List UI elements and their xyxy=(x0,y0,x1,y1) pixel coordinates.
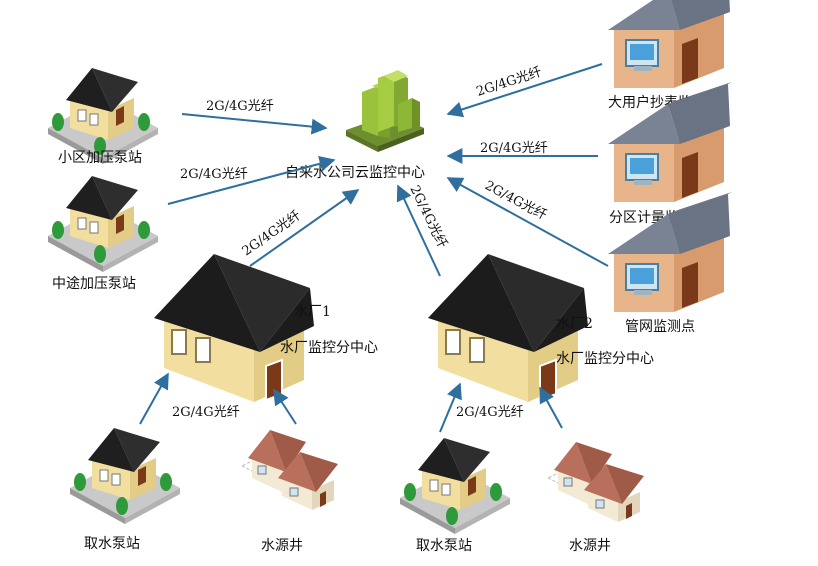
arrow-guanwang-center xyxy=(446,177,609,267)
zhongtu-pump-station-icon xyxy=(47,175,159,273)
well-left-label: 水源井 xyxy=(261,538,303,554)
water-plant-1-icon xyxy=(153,253,315,403)
plant2-sub: 水厂监控分中心 xyxy=(556,351,654,367)
link-label-xiaoqu: 2G/4G光纤 xyxy=(206,99,274,114)
link-label-fenqu: 2G/4G光纤 xyxy=(480,141,548,156)
link-label-guanwang: 2G/4G光纤 xyxy=(482,178,549,223)
plant1-sub: 水厂监控分中心 xyxy=(280,340,378,356)
pump-right-label: 取水泵站 xyxy=(416,538,472,554)
arrow-zhongtu-center xyxy=(167,155,336,205)
pump-right-icon xyxy=(399,437,511,535)
arrow-pumpright-plant2 xyxy=(439,382,462,433)
link-label-zhongtu: 2G/4G光纤 xyxy=(180,167,248,182)
arrow-plant1-center xyxy=(249,189,360,267)
well-left-icon xyxy=(241,429,339,511)
arrow-plant2-center xyxy=(396,184,441,277)
well-right-icon xyxy=(547,441,645,523)
arrow-wellleft-plant1 xyxy=(273,388,297,425)
arrow-xiaoqu-center xyxy=(181,113,328,135)
arrow-wellright-plant2 xyxy=(539,386,563,429)
cloud-server-icon xyxy=(346,70,424,152)
pump-left-icon xyxy=(69,427,181,525)
well-right-label: 水源井 xyxy=(569,538,611,554)
dayonghu-monitor-icon xyxy=(607,0,733,89)
arrow-pumpleft-plant1 xyxy=(139,372,169,425)
link-label-plant2-sources: 2G/4G光纤 xyxy=(456,405,524,420)
link-label-plant1-sources: 2G/4G光纤 xyxy=(172,405,240,420)
xiaoqu-label: 小区加压泵站 xyxy=(58,150,142,166)
pump-left-label: 取水泵站 xyxy=(84,536,140,552)
arrow-dayonghu-center xyxy=(446,63,603,118)
zhongtu-label: 中途加压泵站 xyxy=(52,275,136,292)
plant1-name: 水厂1 xyxy=(294,304,331,320)
guanwang-label: 管网监测点 xyxy=(625,319,695,335)
plant2-name: 水厂2 xyxy=(556,316,593,332)
